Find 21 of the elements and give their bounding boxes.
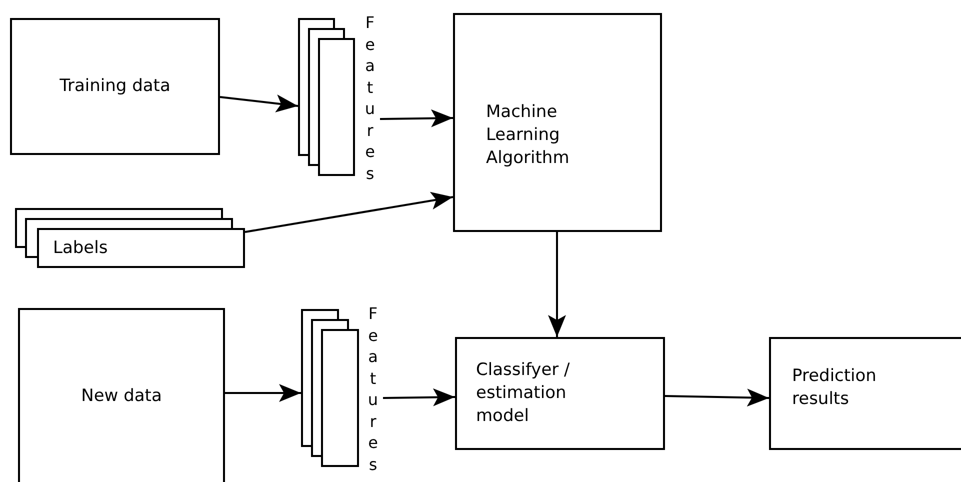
node-label: Machine Learning Algorithm — [486, 101, 570, 170]
arrow — [380, 109, 454, 128]
node-label: Labels — [53, 236, 108, 260]
process-box — [18, 308, 225, 482]
node-label: Classifyer / estimation model — [476, 359, 571, 428]
vertical-label: Features — [366, 303, 380, 475]
node-label: New data — [81, 384, 162, 408]
arrow — [220, 94, 298, 112]
process-box — [10, 18, 220, 155]
process-box — [453, 13, 662, 232]
document-stack — [15, 208, 245, 268]
arrow — [382, 388, 456, 406]
node-label: Training data — [60, 75, 170, 98]
arrow — [664, 388, 770, 407]
arrow — [548, 232, 566, 337]
node-label: Prediction results — [792, 365, 878, 411]
vertical-label: Features — [364, 12, 376, 184]
arrow — [244, 192, 454, 233]
process-box — [455, 337, 665, 450]
process-box — [769, 337, 961, 450]
arrow — [225, 384, 301, 402]
